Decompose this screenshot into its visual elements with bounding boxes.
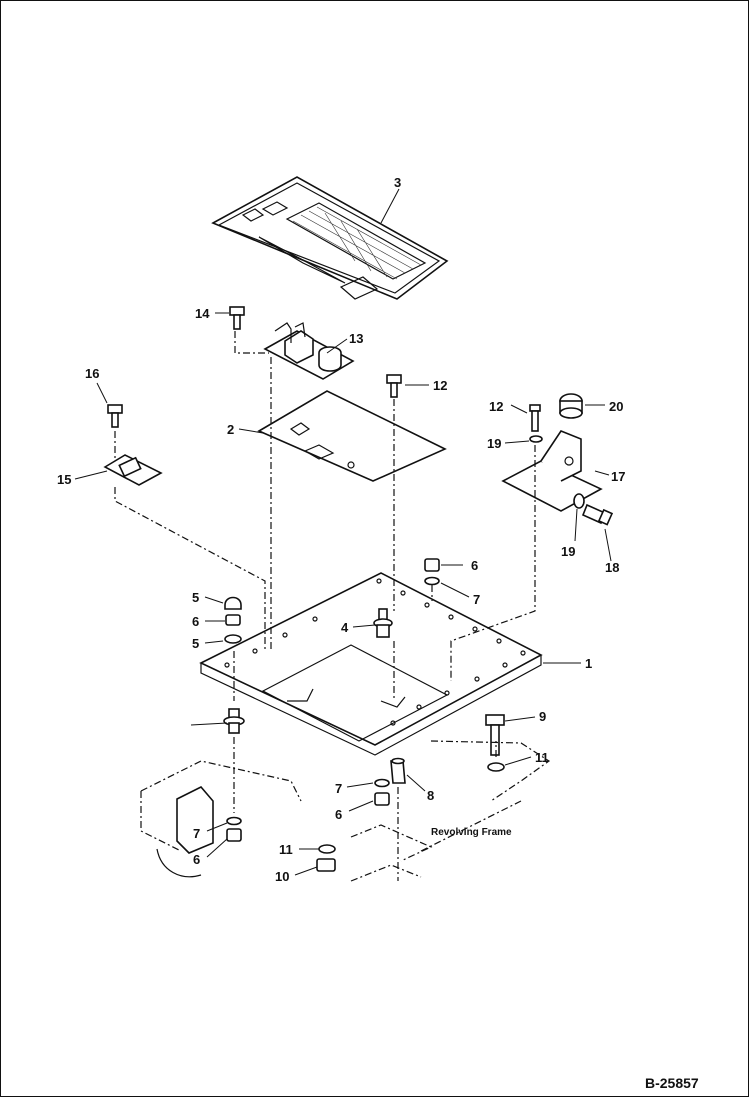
callout-3: 3 [394, 175, 401, 190]
part-14-bolt [229, 306, 245, 330]
part-7-washer-center [374, 778, 390, 788]
callout-7-center: 7 [335, 781, 342, 796]
part-19-washer-top [529, 435, 543, 443]
callout-15: 15 [57, 472, 71, 487]
callout-19-bottom: 19 [561, 544, 575, 559]
callout-6-center: 6 [335, 807, 342, 822]
part-12-bolt [386, 374, 402, 398]
part-3-floor-mat [211, 176, 449, 300]
callout-19-top: 19 [487, 436, 501, 451]
assembly-lines [114, 331, 536, 881]
callout-5-bottom: 5 [192, 636, 199, 651]
part-10-nut [316, 858, 336, 872]
callout-4: 4 [341, 620, 349, 635]
part-16-bolt [107, 404, 123, 428]
part-5-cap-nut [224, 596, 242, 610]
part-6-nut-left [225, 614, 241, 626]
revolving-frame-outline [140, 740, 551, 882]
leader-lines [74, 188, 612, 876]
part-18-bolt [581, 503, 614, 526]
part-2-floor-plate [257, 390, 447, 482]
callout-11-bottom: 11 [279, 842, 293, 857]
callout-1: 1 [585, 656, 592, 671]
callout-5-top: 5 [192, 590, 199, 605]
part-7-washer-right [424, 576, 440, 586]
callout-2: 2 [227, 422, 234, 437]
part-1-main-frame [199, 572, 543, 756]
part-9-bolt [485, 714, 505, 756]
callout-12: 12 [433, 378, 447, 393]
part-17-side-bracket [501, 430, 603, 512]
part-6-nut-bottom-left [226, 828, 242, 842]
part-6-nut-right [424, 558, 440, 572]
part-12-bolt-right [529, 404, 541, 432]
callout-8: 8 [427, 788, 434, 803]
callout-13: 13 [349, 331, 363, 346]
callout-11-right: 11 [535, 750, 549, 765]
part-11-washer-right [487, 762, 505, 772]
part-8-spacer [390, 757, 406, 784]
part-13-control-box [263, 322, 355, 380]
callout-10: 10 [275, 869, 289, 884]
revolving-frame-label: Revolving Frame [431, 827, 512, 838]
callout-7-left: 7 [193, 826, 200, 841]
part-5-washer [224, 634, 242, 644]
part-4-mount [373, 608, 393, 638]
part-6-nut-center [374, 792, 390, 806]
callout-20: 20 [609, 399, 623, 414]
callout-labels: 3 14 13 12 2 16 15 20 12 19 17 19 18 6 7… [57, 175, 699, 1091]
callout-18: 18 [605, 560, 619, 575]
callout-17: 17 [611, 469, 625, 484]
callout-12-right: 12 [489, 399, 503, 414]
callout-16: 16 [85, 366, 99, 381]
part-15-bracket [103, 454, 163, 486]
part-19-washer-bottom [573, 493, 585, 509]
callout-6-left: 6 [192, 614, 199, 629]
part-20-cap [559, 393, 583, 419]
callout-6-bottom-left: 6 [193, 852, 200, 867]
callout-14: 14 [195, 306, 210, 321]
figure-reference: B-25857 [645, 1075, 699, 1091]
part-11-washer-bottom [318, 844, 336, 854]
callout-7-right: 7 [473, 592, 480, 607]
part-7-washer-left [226, 816, 242, 826]
callout-9: 9 [539, 709, 546, 724]
callout-6-right: 6 [471, 558, 478, 573]
part-4-mount-left [223, 708, 245, 734]
